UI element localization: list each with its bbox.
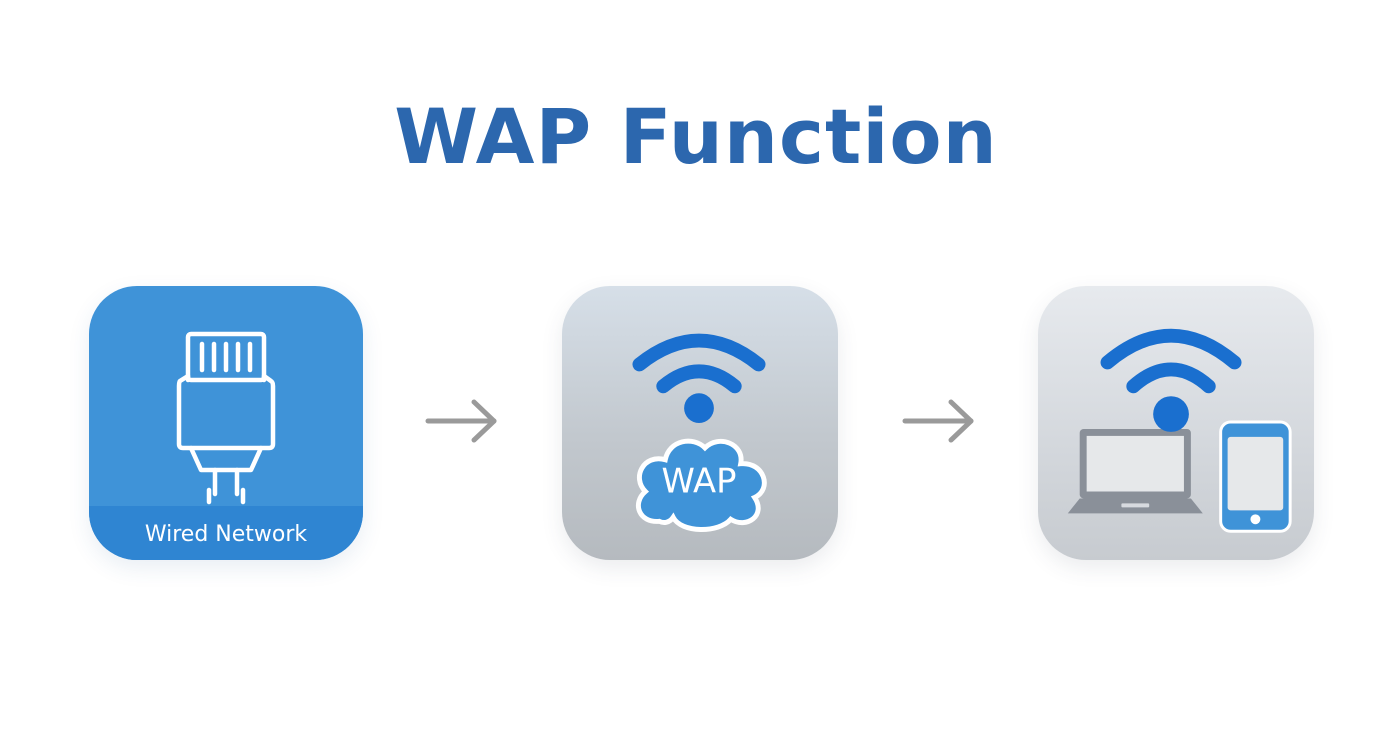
- wired-network-tile: Wired Network: [89, 286, 363, 560]
- caption-band: [89, 506, 363, 560]
- arrow-right-icon: [425, 399, 497, 443]
- wap-tile: WAP: [562, 286, 838, 560]
- wifi-cloud-icon: WAP: [632, 333, 767, 532]
- wap-label: WAP: [662, 461, 737, 500]
- arrow-right-icon: [902, 399, 974, 443]
- ethernet-plug-icon: [176, 331, 276, 505]
- wired-network-label: Wired Network: [144, 522, 308, 547]
- diagram-title: WAP Function: [394, 92, 998, 181]
- devices-tile: [1038, 286, 1314, 560]
- laptop-phone-wifi-icon: [1067, 328, 1292, 533]
